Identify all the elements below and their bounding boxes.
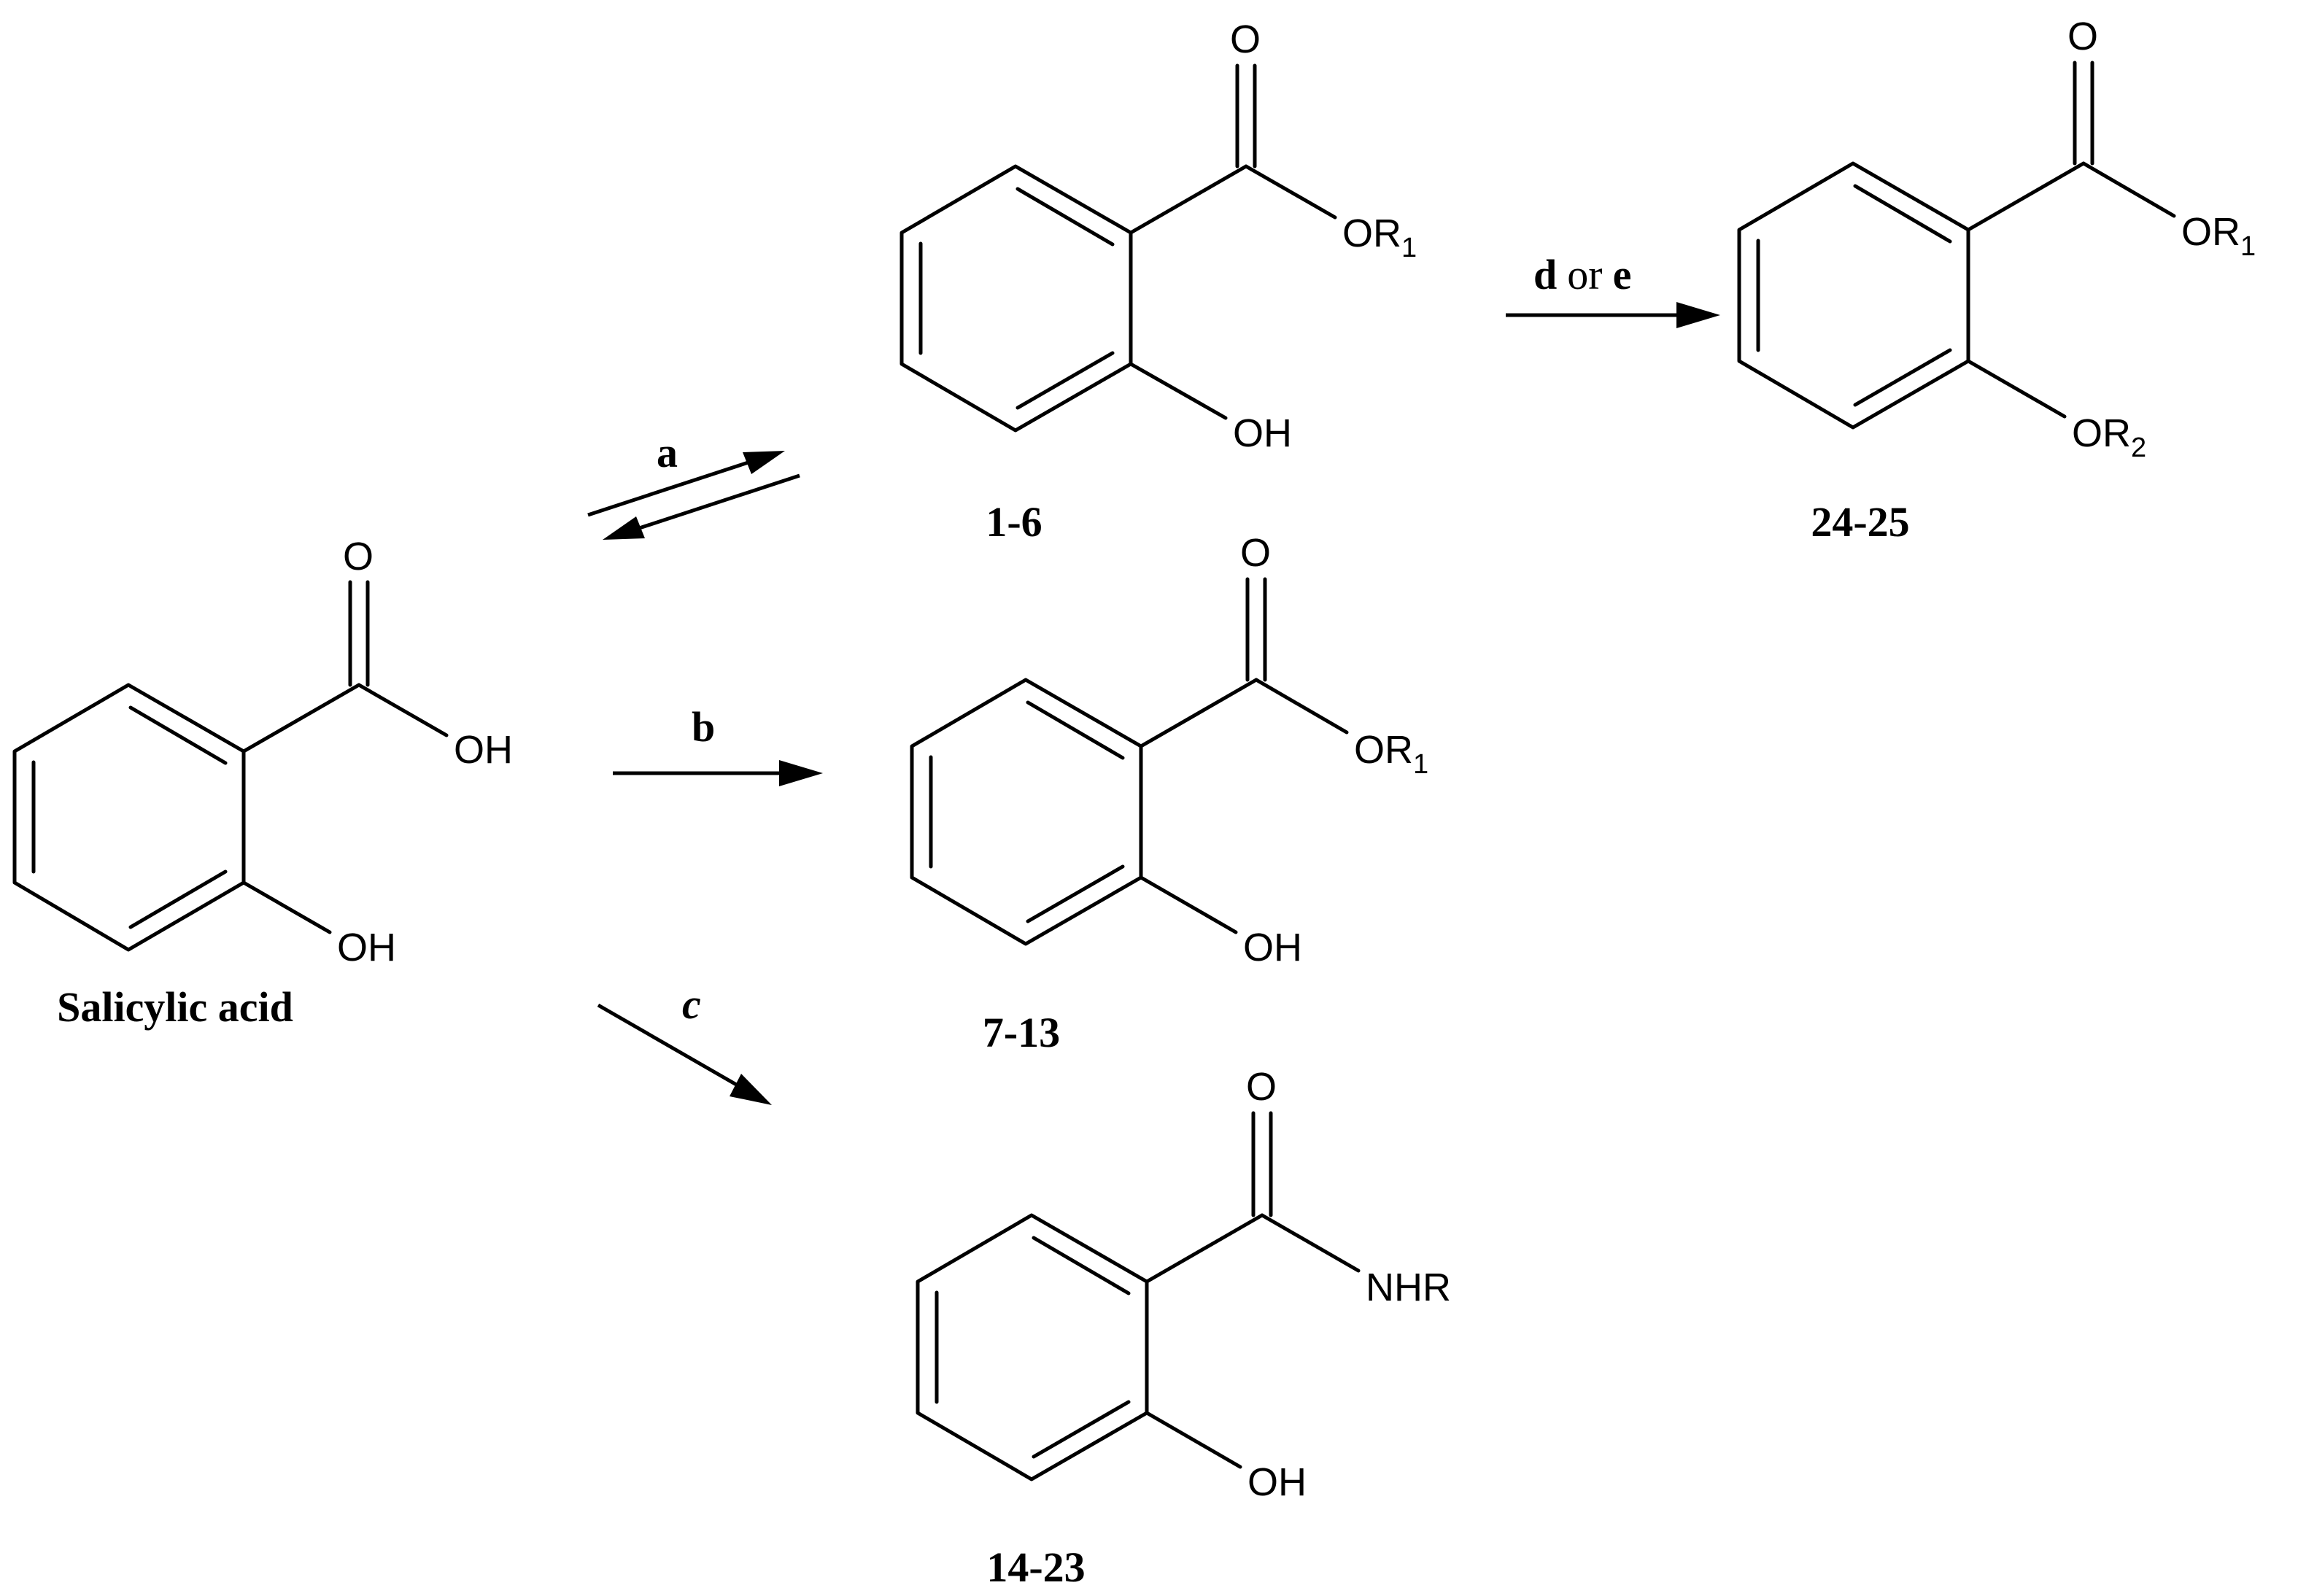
equilibrium-arrow-a <box>587 451 800 540</box>
arrow-d-or-e <box>1506 302 1720 328</box>
reagent-c: c <box>682 980 701 1028</box>
ring-hydroxyl: OH <box>1243 926 1302 969</box>
amide-nhr: NHR <box>1366 1266 1451 1309</box>
amides-14-23-structure: O NHR OH <box>916 1065 1451 1504</box>
reagent-b: b <box>692 703 715 751</box>
ring-oh-bond <box>241 880 332 934</box>
benzene-ring <box>900 164 1133 433</box>
acid-oh-bond <box>357 683 449 737</box>
esters-1-6-label: 1-6 <box>986 498 1042 546</box>
esters-7-13-label: 7-13 <box>983 1009 1060 1056</box>
carbonyl-oxygen: O <box>2067 15 2098 58</box>
benzene-ring <box>910 678 1143 946</box>
benzene-ring <box>916 1213 1149 1481</box>
salicylic-acid-label: Salicylic acid <box>57 983 293 1031</box>
ring-hydroxyl: OH <box>1233 411 1292 455</box>
arrow-c <box>597 1003 772 1105</box>
carbonyl-oxygen: O <box>1230 18 1261 61</box>
acid-hydroxyl: OH <box>454 728 513 772</box>
salicylic-acid-structure: O OH OH <box>12 535 513 969</box>
amides-14-23-label: 14-23 <box>986 1543 1085 1591</box>
esters-1-6-structure: O OR1 OH <box>900 18 1417 455</box>
carbonyl-oxygen: O <box>1240 531 1271 575</box>
esters-7-13-structure: O OR1 OH <box>910 531 1428 969</box>
benzene-ring <box>12 683 246 952</box>
carboxyl-bond <box>241 683 361 754</box>
carbonyl-oxygen: O <box>343 535 374 578</box>
benzene-ring <box>1737 161 1970 430</box>
ethers-24-25-structure: O OR1 OR2 <box>1737 15 2256 463</box>
carbonyl-oxygen: O <box>1246 1065 1277 1109</box>
arrow-b <box>613 760 823 786</box>
ester-oxygen-r1: OR1 <box>1342 212 1417 263</box>
ester-oxygen-r1: OR1 <box>1354 728 1428 780</box>
ring-hydroxyl: OH <box>1247 1460 1307 1504</box>
ester-oxygen-r1: OR1 <box>2181 210 2256 262</box>
ethers-24-25-label: 24-25 <box>1811 498 1909 546</box>
ring-hydroxyl: OH <box>337 926 396 969</box>
reagent-a: a <box>657 429 678 476</box>
ether-oxygen-r2: OR2 <box>2072 411 2146 463</box>
